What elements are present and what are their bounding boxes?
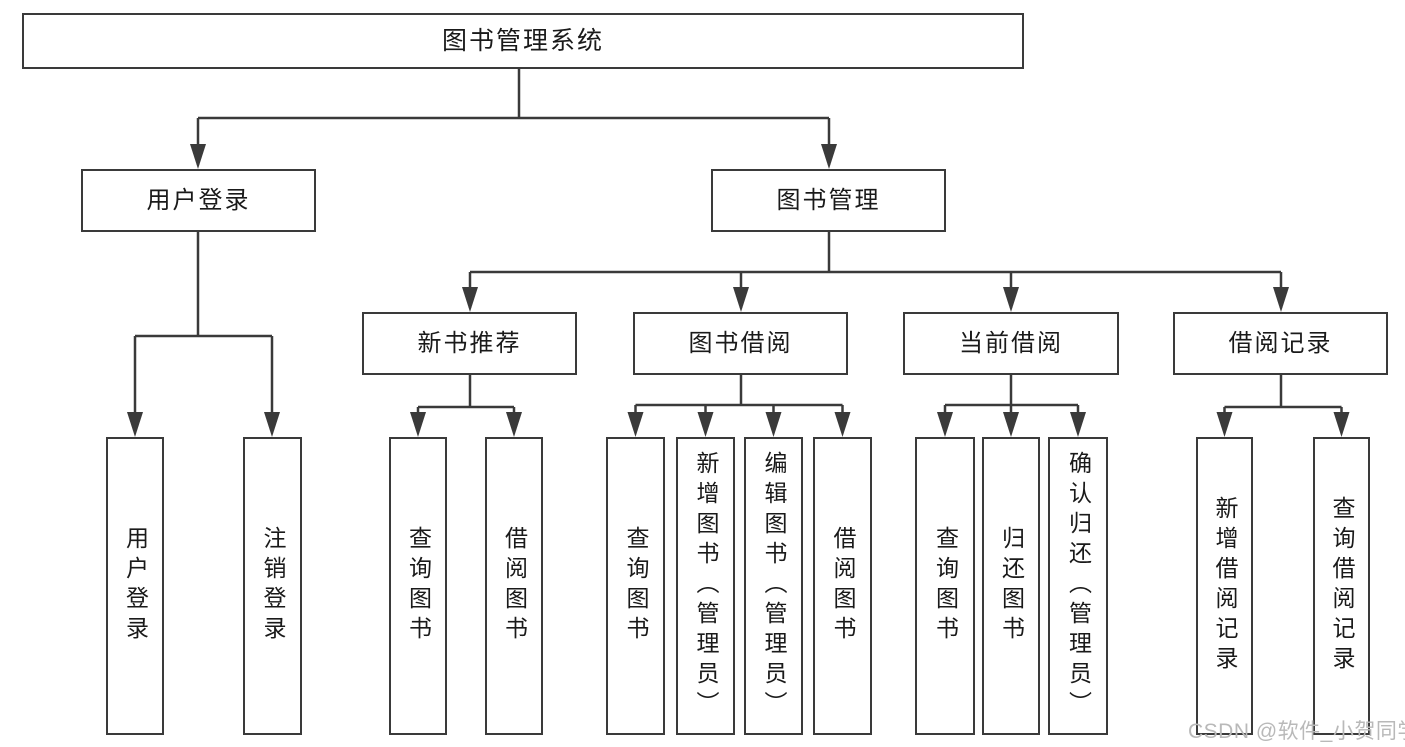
node-label: 借阅图书: [501, 526, 528, 646]
node-user-login-branch: 用户登录: [81, 169, 316, 232]
node-label: 用户登录: [122, 526, 149, 646]
node-leaf-edit-books-admin: 编辑图书（管理员）: [744, 437, 803, 735]
node-label: 查询图书: [405, 526, 432, 646]
node-book-borrow: 图书借阅: [633, 312, 848, 375]
node-label: 编辑图书（管理员）: [761, 451, 787, 721]
node-label: 查询图书: [623, 526, 649, 646]
node-book-management-branch: 图书管理: [711, 169, 946, 232]
arrowheads: [127, 144, 1350, 437]
node-leaf-add-borrow-record: 新增借阅记录: [1196, 437, 1253, 735]
node-leaf-query-books-current: 查询图书: [915, 437, 975, 735]
node-borrow-records: 借阅记录: [1173, 312, 1388, 375]
node-label: 借阅图书: [830, 526, 856, 646]
node-label: 用户登录: [146, 186, 251, 214]
node-label: 借阅记录: [1228, 329, 1333, 357]
node-label: 查询借阅记录: [1329, 496, 1355, 676]
node-leaf-query-books-recommend: 查询图书: [389, 437, 447, 735]
node-current-borrow: 当前借阅: [903, 312, 1119, 375]
csdn-watermark: CSDN @软件_小贺同学: [1188, 720, 1405, 743]
node-label: 图书管理系统: [441, 26, 604, 55]
node-label: 查询图书: [932, 526, 959, 646]
node-label: 确认归还（管理员）: [1065, 451, 1092, 721]
node-leaf-add-books-admin: 新增图书（管理员）: [676, 437, 735, 735]
node-label: 归还图书: [998, 526, 1025, 646]
node-library-management-system: 图书管理系统: [22, 13, 1024, 69]
node-label: 图书管理: [776, 186, 881, 214]
node-leaf-borrow-books: 借阅图书: [813, 437, 872, 735]
node-leaf-query-borrow-record: 查询借阅记录: [1313, 437, 1370, 735]
connector-strokes: [133, 69, 1343, 432]
node-label: 新增图书（管理员）: [693, 451, 719, 721]
node-label: 注销登录: [260, 526, 286, 646]
node-leaf-confirm-return-admin: 确认归还（管理员）: [1048, 437, 1108, 735]
node-label: 图书借阅: [688, 329, 793, 357]
node-leaf-borrow-books-recommend: 借阅图书: [485, 437, 543, 735]
node-label: 新增借阅记录: [1212, 496, 1238, 676]
node-leaf-logout: 注销登录: [243, 437, 302, 735]
node-label: 当前借阅: [959, 329, 1063, 357]
node-leaf-user-login: 用户登录: [106, 437, 164, 735]
node-leaf-return-books: 归还图书: [982, 437, 1040, 735]
node-label: 新书推荐: [417, 329, 522, 357]
node-new-book-recommend: 新书推荐: [362, 312, 577, 375]
node-leaf-query-books-borrow: 查询图书: [606, 437, 665, 735]
